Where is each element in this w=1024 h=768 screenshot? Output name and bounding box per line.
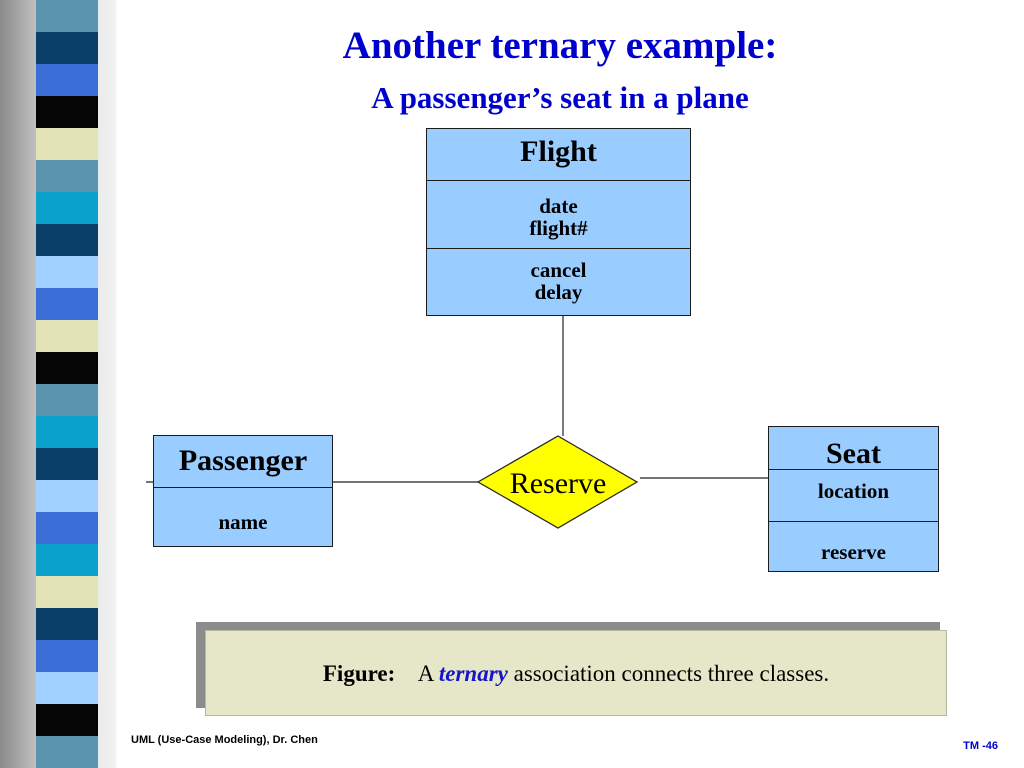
decorative-side-strip <box>0 0 116 768</box>
caption-suffix: association connects three classes. <box>513 661 830 686</box>
strip-block <box>36 0 98 32</box>
association-diamond <box>476 435 639 529</box>
flight-attribute: flight# <box>529 216 588 240</box>
flight-name-compartment: Flight <box>427 129 690 180</box>
flight-attributes-compartment: date flight# <box>427 180 690 248</box>
seat-class: Seat location reserve <box>768 426 939 572</box>
strip-block <box>36 256 98 288</box>
strip-block <box>36 704 98 736</box>
strip-block <box>36 320 98 352</box>
figure-caption: Figure: A ternary association connects t… <box>205 630 947 716</box>
passenger-name-compartment: Passenger <box>154 436 332 487</box>
strip-block <box>36 576 98 608</box>
passenger-class: Passenger name <box>153 435 333 547</box>
association-label: Reserve <box>510 467 607 500</box>
strip-blocks <box>36 0 98 768</box>
seat-operations-compartment: reserve <box>769 521 938 572</box>
strip-block <box>36 608 98 640</box>
seat-attributes-compartment: location <box>769 469 938 521</box>
flight-operations-compartment: cancel delay <box>427 248 690 316</box>
strip-block <box>36 480 98 512</box>
strip-block <box>36 672 98 704</box>
caption-label: Figure: <box>322 661 396 686</box>
strip-block <box>36 512 98 544</box>
footer-slide-number: TM -46 <box>963 740 998 752</box>
strip-block <box>36 416 98 448</box>
strip-block <box>36 352 98 384</box>
caption-prefix: A <box>417 661 434 686</box>
flight-attribute: date <box>539 194 578 218</box>
strip-block <box>36 640 98 672</box>
seat-name-compartment: Seat <box>769 427 938 470</box>
passenger-attributes-compartment: name <box>154 487 332 547</box>
strip-block <box>36 288 98 320</box>
strip-block <box>36 224 98 256</box>
flight-operation: cancel <box>530 258 587 282</box>
strip-block <box>36 384 98 416</box>
strip-block <box>36 96 98 128</box>
seat-attribute: location <box>817 479 890 503</box>
strip-block <box>36 192 98 224</box>
flight-class-name: Flight <box>520 135 597 168</box>
passenger-class-name: Passenger <box>178 444 308 477</box>
seat-class-name: Seat <box>826 437 881 470</box>
strip-block <box>36 544 98 576</box>
passenger-attribute: name <box>218 510 268 534</box>
strip-block <box>36 128 98 160</box>
footer-course-label: UML (Use-Case Modeling), Dr. Chen <box>131 734 318 746</box>
flight-operation: delay <box>534 280 583 304</box>
flight-class: Flight date flight# cancel delay <box>426 128 691 316</box>
strip-block <box>36 448 98 480</box>
seat-operation: reserve <box>821 540 886 564</box>
strip-block <box>36 32 98 64</box>
caption-emphasis: ternary <box>438 661 508 686</box>
strip-block <box>36 64 98 96</box>
slide-subtitle: A passenger’s seat in a plane <box>371 80 749 115</box>
strip-block <box>36 160 98 192</box>
slide-title: Another ternary example: <box>342 24 778 67</box>
strip-block <box>36 736 98 768</box>
